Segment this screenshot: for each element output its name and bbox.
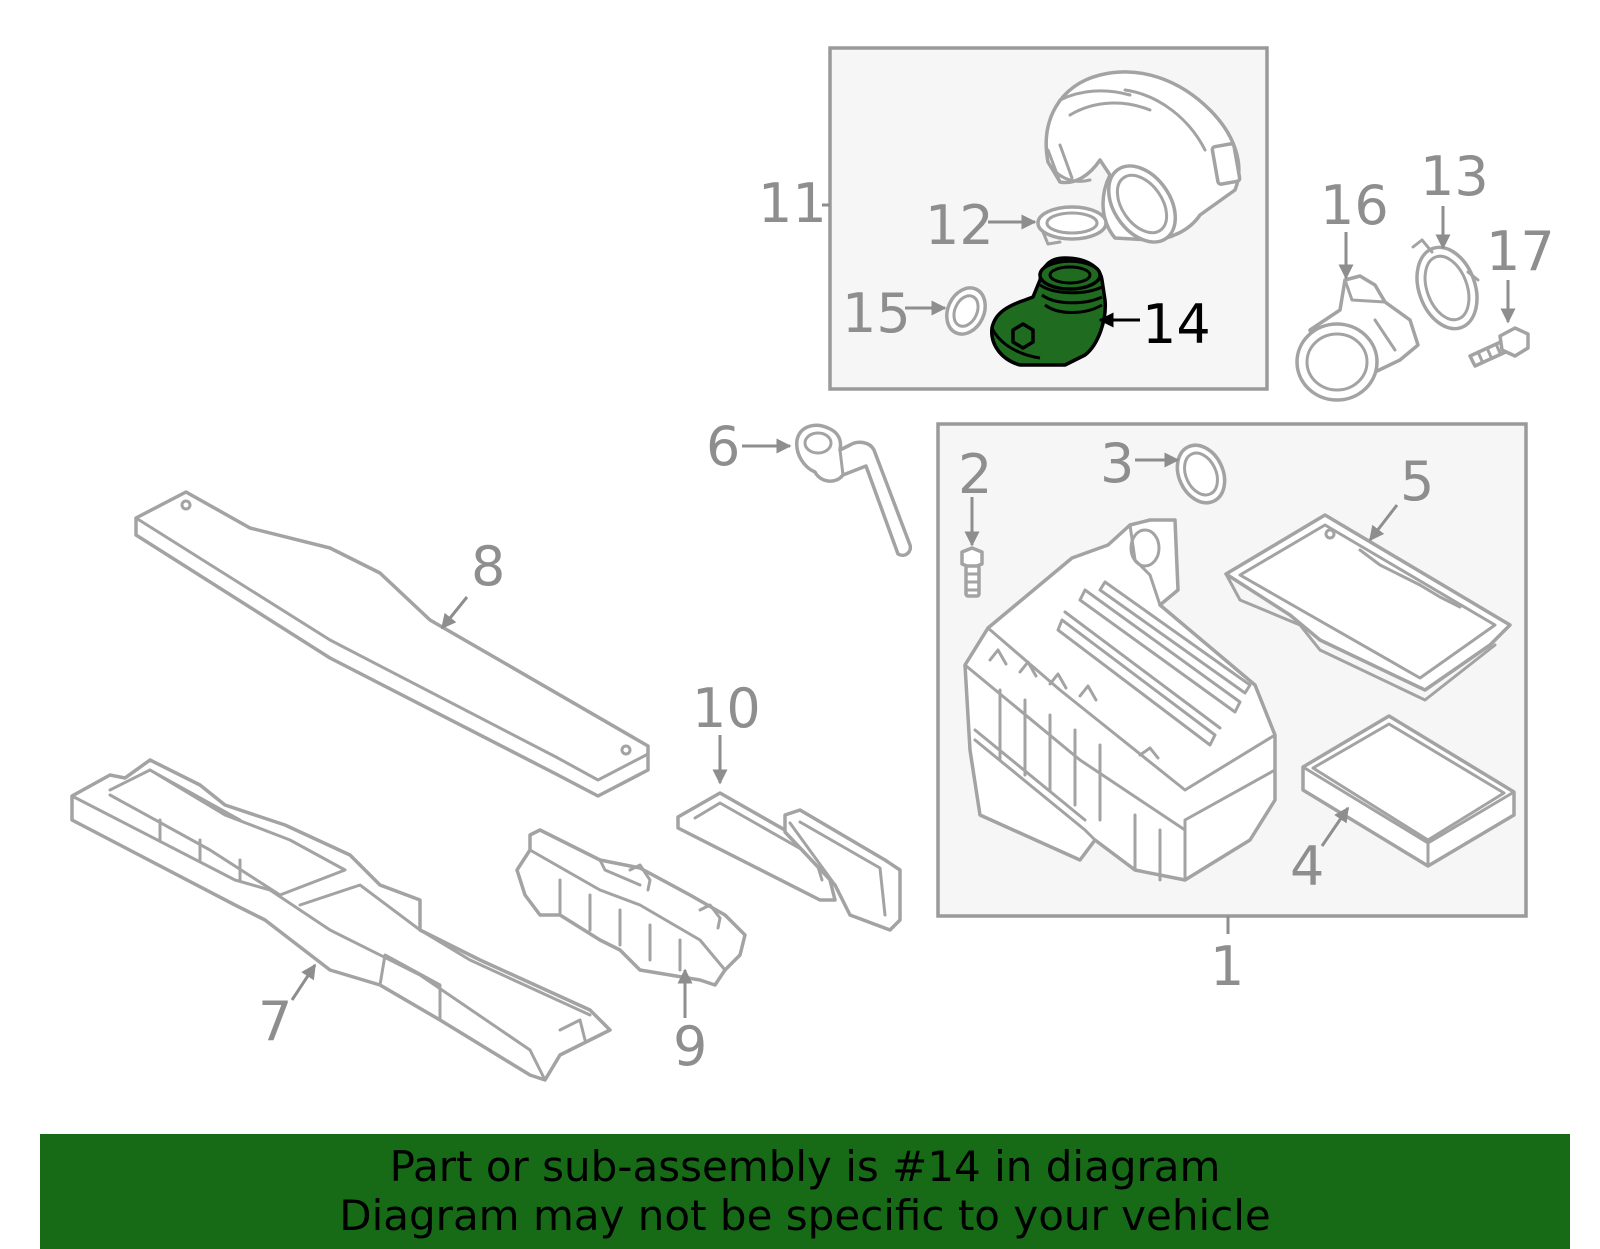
filter-element-part-4[interactable] — [1301, 714, 1516, 868]
bolt-part-2[interactable] — [960, 546, 984, 598]
breather-hose-part-6[interactable] — [795, 423, 913, 558]
callout-7: 7 — [258, 990, 292, 1053]
duct-part-9[interactable] — [515, 828, 747, 987]
inlet-duct-part-10[interactable] — [676, 791, 902, 932]
callout-5: 5 — [1400, 450, 1434, 513]
callout-11: 11 — [758, 172, 827, 235]
info-banner: Part or sub-assembly is #14 in diagram D… — [40, 1134, 1570, 1249]
leader-lines — [290, 203, 1516, 1018]
intake-hose-part-11[interactable] — [1044, 70, 1242, 255]
banner-line-1: Part or sub-assembly is #14 in diagram — [389, 1142, 1221, 1191]
callout-3: 3 — [1100, 432, 1134, 495]
callout-labels: 11 12 15 14 16 13 17 6 2 3 5 4 1 8 10 9 … — [258, 145, 1555, 1078]
o-ring-part-15[interactable] — [940, 282, 993, 341]
clamp-part-12[interactable] — [1036, 205, 1108, 246]
maf-sensor-part-16[interactable] — [1295, 274, 1420, 402]
callout-14: 14 — [1142, 293, 1211, 356]
callout-12: 12 — [925, 194, 994, 257]
banner-line-2: Diagram may not be specific to your vehi… — [339, 1191, 1271, 1240]
air-cleaner-housing-part-1[interactable] — [963, 518, 1277, 882]
bolt-part-17[interactable] — [1468, 326, 1530, 368]
callout-1: 1 — [1210, 935, 1244, 998]
callout-15: 15 — [842, 282, 911, 345]
callout-10: 10 — [692, 677, 761, 740]
filter-cover-part-5[interactable] — [1224, 513, 1512, 702]
callout-13: 13 — [1420, 145, 1489, 208]
elbow-part-14-highlighted[interactable] — [990, 256, 1107, 367]
callout-16: 16 — [1320, 174, 1389, 237]
callout-2: 2 — [958, 443, 992, 506]
callout-9: 9 — [673, 1015, 707, 1078]
cover-plate-part-8[interactable] — [134, 490, 650, 798]
clamp-part-13[interactable] — [1406, 238, 1487, 337]
callout-8: 8 — [471, 535, 505, 598]
o-ring-part-3[interactable] — [1168, 438, 1233, 511]
callout-4: 4 — [1290, 835, 1324, 898]
intake-duct-part-7[interactable] — [70, 758, 612, 1082]
callout-17: 17 — [1486, 220, 1555, 283]
callout-6: 6 — [706, 415, 740, 478]
